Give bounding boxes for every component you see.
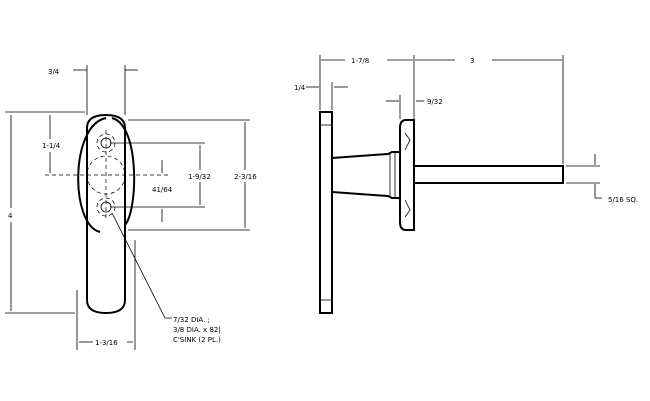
dim-handle-thickness: 1/4 [294,84,306,92]
dim-overall-height: 4 [8,212,13,220]
handle-outline [86,113,126,315]
dim-projection: 1-7/8 [351,57,369,65]
front-view: 3/4 4 1-1/4 1-9/32 41/64 2-3/16 1-3/16 7… [5,65,257,350]
front-dimension-lines [5,65,250,350]
hole-note-line-3: C'SINK (2 PL.) [173,336,221,344]
dim-width-top: 3/4 [48,68,60,76]
dim-hole-spacing: 1-9/32 [188,173,211,181]
dim-spindle-length: 3 [470,57,474,65]
rosette-detail [404,132,411,218]
spindle [413,165,564,184]
dim-spindle-size: 5/16 SQ. [608,196,638,204]
dim-rosette-height: 2-3/16 [234,173,257,181]
dim-top-to-center: 1-1/4 [42,142,61,150]
side-view: 1-7/8 3 1/4 9/32 5/16 SQ. [294,55,638,314]
side-dimension-lines [306,55,602,199]
hole-note-line-2: 3/8 DIA. x 82| [173,326,221,334]
collar [389,152,396,198]
dim-rosette-width: 1-3/16 [95,339,118,347]
hole-note-line-1: 7/32 DIA. ; [173,316,210,324]
handle-plate [319,111,333,314]
rosette-outline [77,117,136,233]
dim-center-to-hole: 41/64 [152,186,173,194]
rosette-side [399,119,415,231]
dim-rosette-thickness: 9/32 [427,98,443,106]
